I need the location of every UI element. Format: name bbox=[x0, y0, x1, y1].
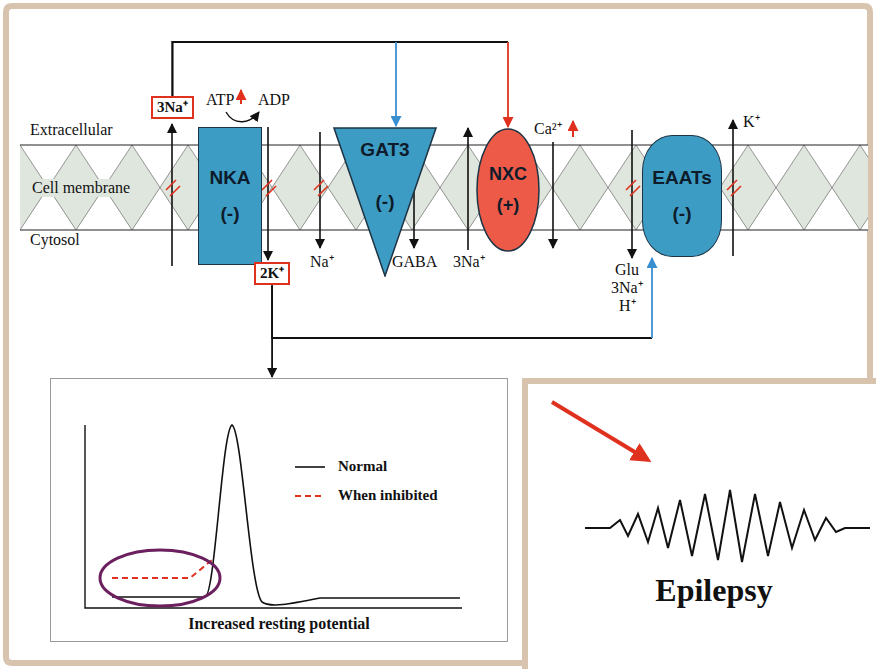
connector-line bbox=[272, 285, 652, 338]
increase-arrow bbox=[572, 121, 574, 137]
node-label: GAT3 bbox=[360, 139, 409, 161]
axis-caption: Increased resting potential bbox=[188, 615, 370, 633]
ion-label: K⁺ bbox=[743, 113, 760, 131]
transporter-box: EAATs (-) bbox=[642, 135, 722, 257]
connector-line bbox=[172, 42, 508, 96]
connector-line bbox=[651, 258, 653, 338]
ion-box: 3Na⁺ bbox=[151, 96, 194, 119]
graph-panel: Increased resting potential bbox=[50, 378, 508, 642]
node-label: (-) bbox=[376, 191, 395, 213]
connector-line bbox=[172, 42, 396, 96]
highlight-ellipse bbox=[100, 550, 220, 606]
ion-arrow bbox=[552, 142, 554, 248]
graph-axes bbox=[85, 425, 462, 608]
region-label: Cell membrane bbox=[30, 179, 132, 197]
reaction-label: ATP bbox=[206, 91, 234, 109]
connector bbox=[172, 42, 396, 126]
ion-label: Glu bbox=[615, 261, 639, 279]
cell-membrane bbox=[20, 145, 868, 230]
node-label: (-) bbox=[221, 203, 240, 225]
node-label: NKA bbox=[209, 167, 250, 189]
connector-line bbox=[507, 42, 509, 127]
ion-box: 2K⁺ bbox=[254, 262, 290, 285]
ion-label: 3Na⁺ bbox=[157, 99, 188, 116]
node-label: (-) bbox=[673, 203, 692, 225]
exchanger-ellipse: NXC (+) bbox=[476, 128, 540, 252]
ion-label: H⁺ bbox=[619, 297, 636, 315]
legend-line bbox=[295, 466, 325, 468]
ion-label: 3Na⁺ bbox=[453, 253, 485, 271]
legend-label: When inhibited bbox=[338, 487, 438, 504]
ion-arrow bbox=[467, 128, 469, 250]
ion-arrow bbox=[319, 132, 321, 248]
node-label: EAATs bbox=[652, 167, 711, 189]
ion-label: Ca²⁺ bbox=[534, 120, 562, 138]
ion-label: Na⁺ bbox=[310, 253, 334, 271]
ion-label: GABA bbox=[392, 253, 437, 271]
connector-line bbox=[395, 42, 397, 126]
connector bbox=[272, 285, 273, 377]
node-label: NXC bbox=[489, 164, 527, 185]
inhibited-trace bbox=[112, 560, 212, 578]
ion-label: 3Na⁺ bbox=[611, 279, 643, 297]
membrane-edge bbox=[20, 144, 868, 145]
ellipse-outline bbox=[477, 129, 539, 251]
reaction-arrow bbox=[226, 112, 259, 122]
connector bbox=[172, 42, 508, 127]
normal-trace bbox=[112, 425, 460, 605]
connector-line bbox=[271, 285, 273, 377]
ion-label: 2K⁺ bbox=[260, 265, 284, 282]
pump-box: NKA (-) bbox=[198, 127, 262, 265]
legend-label: Normal bbox=[338, 458, 387, 475]
membrane-edge bbox=[20, 229, 868, 230]
seizure-wave bbox=[585, 490, 870, 562]
epilepsy-panel: Epilepsy bbox=[522, 378, 876, 669]
region-label: Extracellular bbox=[30, 121, 113, 139]
outcome-label: Epilepsy bbox=[528, 572, 876, 609]
increase-arrow bbox=[240, 90, 242, 104]
node-label: (+) bbox=[497, 195, 520, 216]
outcome-arrow bbox=[552, 402, 648, 460]
legend-line bbox=[295, 495, 325, 497]
region-label: Cytosol bbox=[30, 231, 80, 249]
ion-arrow bbox=[732, 120, 734, 256]
reaction-label: ADP bbox=[258, 91, 290, 109]
ellipse-shape bbox=[476, 128, 540, 252]
outer-frame bbox=[6, 6, 870, 663]
